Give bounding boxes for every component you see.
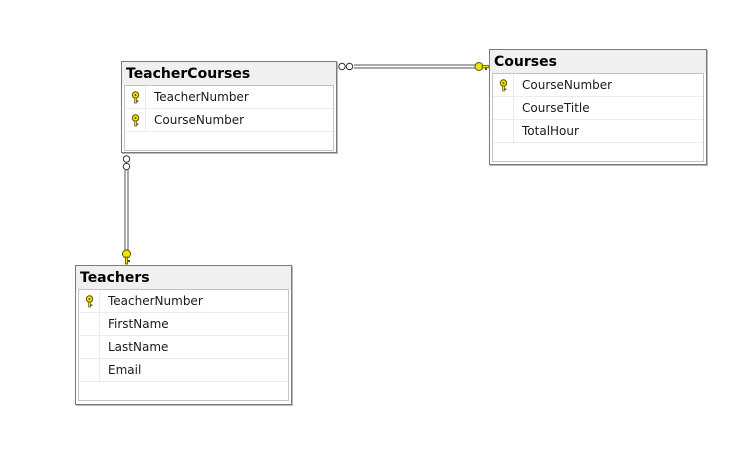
column-row[interactable]: CourseTitle <box>493 97 703 120</box>
column-row[interactable]: TeacherNumber <box>79 290 288 313</box>
table-title: Courses <box>490 50 706 73</box>
table-teachercourses[interactable]: TeacherCourses TeacherNumber CourseNumbe… <box>121 61 337 153</box>
column-list: TeacherNumber CourseNumber <box>124 85 334 151</box>
empty-row <box>79 382 288 400</box>
empty-row <box>125 132 333 150</box>
column-name: TeacherNumber <box>154 90 249 104</box>
key-icon <box>493 74 514 96</box>
column-name: TeacherNumber <box>108 294 203 308</box>
column-row[interactable]: Email <box>79 359 288 382</box>
column-row[interactable]: TotalHour <box>493 120 703 143</box>
infinity-icon <box>122 155 131 171</box>
table-title: TeacherCourses <box>122 62 336 85</box>
column-row[interactable]: CourseNumber <box>125 109 333 132</box>
column-name: LastName <box>108 340 169 354</box>
table-title: Teachers <box>76 266 291 289</box>
table-teachers[interactable]: Teachers TeacherNumber FirstName LastNam… <box>75 265 292 405</box>
key-icon <box>125 86 146 108</box>
key-icon <box>79 290 100 312</box>
empty-row <box>493 143 703 161</box>
column-list: TeacherNumber FirstName LastName Email <box>78 289 289 401</box>
relationship-teachercourses-courses[interactable] <box>338 62 490 71</box>
infinity-icon <box>338 62 354 71</box>
column-name: CourseNumber <box>154 113 245 127</box>
column-list: CourseNumber CourseTitle TotalHour <box>492 73 704 162</box>
key-icon <box>125 109 146 131</box>
column-name: CourseTitle <box>522 101 590 115</box>
column-row[interactable]: FirstName <box>79 313 288 336</box>
column-name: CourseNumber <box>522 78 613 92</box>
table-courses[interactable]: Courses CourseNumber CourseTitle TotalHo… <box>489 49 707 165</box>
key-icon <box>474 62 490 71</box>
column-name: TotalHour <box>522 124 579 138</box>
column-row[interactable]: CourseNumber <box>493 74 703 97</box>
column-name: FirstName <box>108 317 169 331</box>
column-name: Email <box>108 363 142 377</box>
relationship-teachercourses-teachers[interactable] <box>122 155 131 265</box>
column-row[interactable]: LastName <box>79 336 288 359</box>
key-icon <box>122 249 131 265</box>
column-row[interactable]: TeacherNumber <box>125 86 333 109</box>
